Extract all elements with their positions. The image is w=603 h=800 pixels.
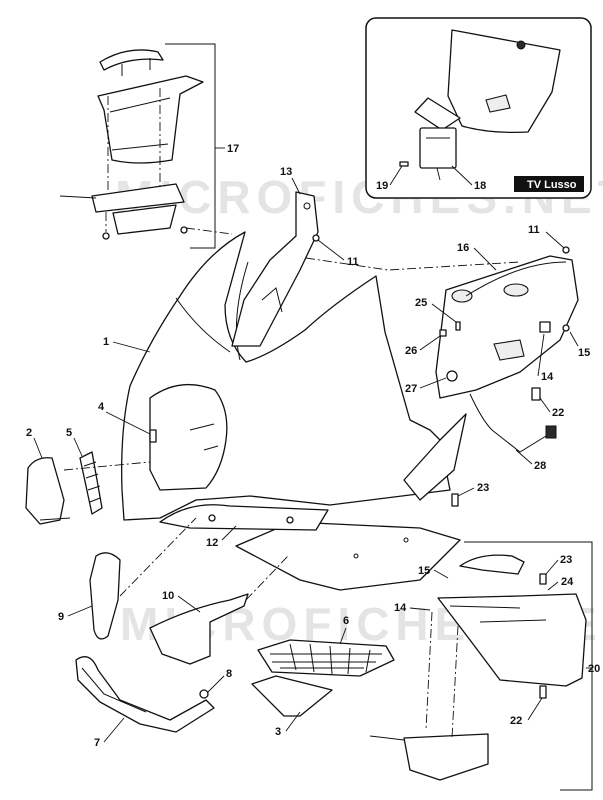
- callout-23a: 23: [477, 482, 489, 494]
- callout-18: 18: [474, 180, 486, 192]
- inset-label: TV Lusso: [527, 179, 577, 191]
- callout-17: 17: [227, 143, 239, 155]
- part-8-screw: [199, 689, 209, 699]
- part-15-screw: [562, 324, 570, 332]
- callout-8: 8: [226, 668, 232, 680]
- part-25-clip: [455, 321, 461, 331]
- part-11-screw: [562, 246, 570, 254]
- part-12-vent: [159, 504, 329, 531]
- part-28-connector: [545, 425, 557, 439]
- callout-11a: 11: [347, 256, 359, 268]
- callout-7: 7: [94, 737, 100, 749]
- part-1-front-fairing: [121, 231, 467, 521]
- callout-28: 28: [534, 460, 546, 472]
- part-3-wedge: [251, 675, 333, 717]
- part-17-assembly: [59, 43, 216, 249]
- part-26-screw: [439, 329, 447, 337]
- callout-3: 3: [275, 726, 281, 738]
- callout-5: 5: [66, 427, 72, 439]
- part-20-assembly: [369, 541, 593, 791]
- callout-26: 26: [405, 345, 417, 357]
- inset-tv-lusso: TV Lusso: [365, 17, 592, 199]
- callout-14a: 14: [541, 371, 554, 383]
- callout-14b: 14: [394, 602, 407, 614]
- callout-15a: 15: [578, 347, 590, 359]
- part-13-bracket: [231, 191, 319, 347]
- part-2-mirror-cover: [25, 457, 71, 525]
- callout-2: 2: [26, 427, 32, 439]
- callout-12: 12: [206, 537, 218, 549]
- callout-4: 4: [98, 401, 105, 413]
- part-28-cable: [469, 393, 547, 453]
- callout-22a: 22: [552, 407, 564, 419]
- callout-20: 20: [588, 663, 600, 675]
- part-10-trim: [149, 593, 249, 665]
- callout-24: 24: [561, 576, 574, 588]
- part-16-side-panel: [435, 255, 579, 399]
- part-22-rivet: [531, 387, 541, 401]
- callout-9: 9: [58, 611, 64, 623]
- part-6-belly-pan: [235, 521, 461, 591]
- part-11-screw: [312, 234, 320, 242]
- part-4-screw: [149, 429, 157, 443]
- callout-15b: 15: [418, 565, 430, 577]
- callout-27: 27: [405, 383, 417, 395]
- callout-1: 1: [103, 336, 109, 348]
- callout-6: 6: [343, 615, 349, 627]
- part-6-mesh: [257, 639, 395, 677]
- part-9-side-trim: [89, 552, 121, 640]
- callout-11b: 11: [528, 224, 540, 236]
- callout-10: 10: [162, 590, 174, 602]
- callout-13: 13: [280, 166, 292, 178]
- callout-16: 16: [457, 242, 469, 254]
- callout-25: 25: [415, 297, 427, 309]
- callout-23b: 23: [560, 554, 572, 566]
- part-7-lower-spoiler: [75, 656, 215, 733]
- part-5-reflector: [79, 451, 103, 515]
- part-23-screw: [451, 493, 459, 507]
- part-14-nut: [539, 321, 551, 333]
- callout-22b: 22: [510, 715, 522, 727]
- part-27-grommet: [446, 370, 458, 382]
- callout-19: 19: [376, 180, 388, 192]
